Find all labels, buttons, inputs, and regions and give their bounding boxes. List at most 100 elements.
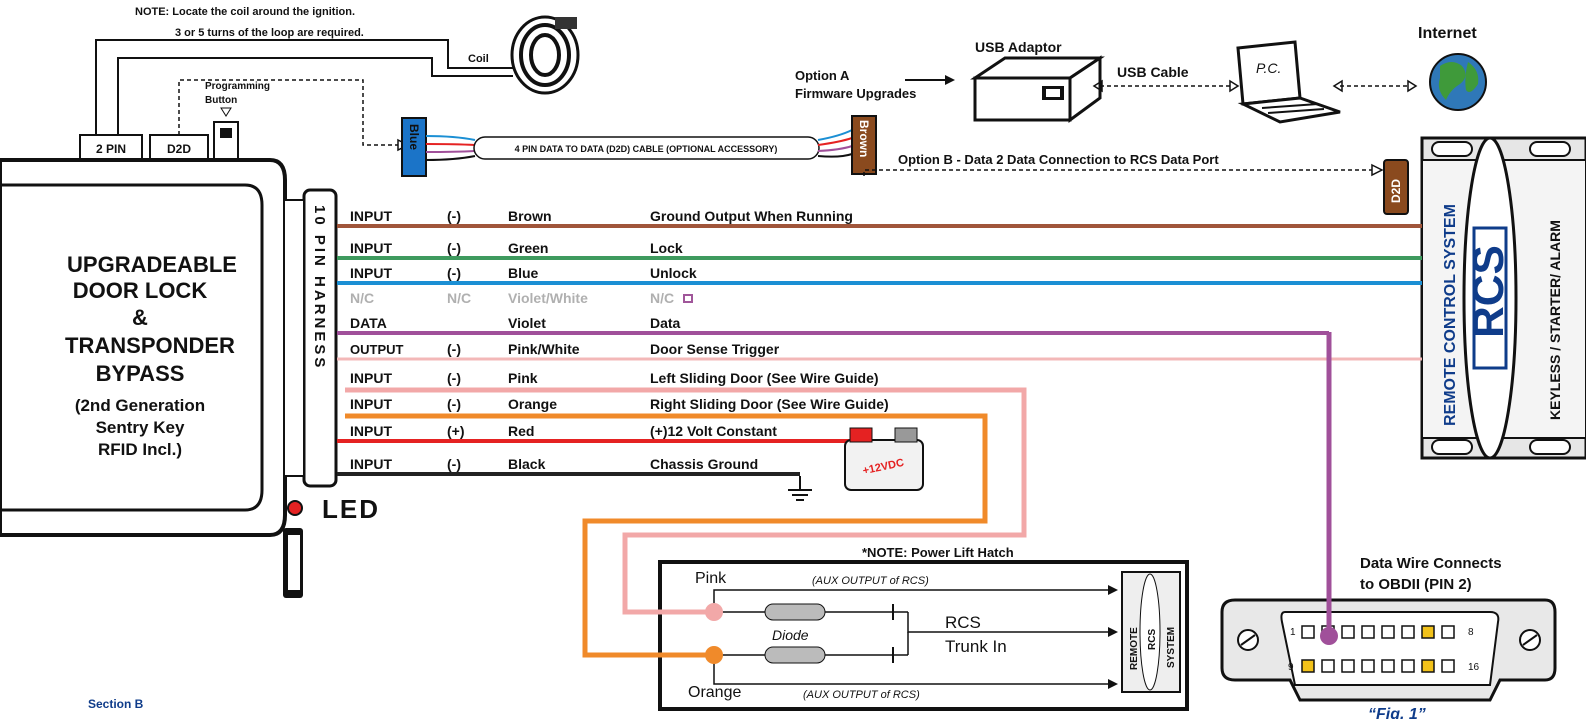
pc-label: P.C. — [1256, 60, 1281, 76]
arrow-down-icon — [220, 107, 232, 117]
obd-pin — [1341, 659, 1355, 673]
obd-pin — [1401, 659, 1415, 673]
obd-pin — [1301, 625, 1315, 639]
obd-pin — [1381, 625, 1395, 639]
wire-polarity: N/C — [447, 290, 471, 306]
obd-pin — [1361, 625, 1375, 639]
module-subtitle: (2nd Generation Sentry Key RFID Incl.) — [75, 396, 205, 459]
mini-rcs-right: SYSTEM — [1166, 627, 1177, 668]
obd-pin9-label: 9 — [1288, 662, 1294, 673]
mini-rcs-left: REMOTE — [1129, 627, 1140, 670]
arrow-icon — [1108, 679, 1118, 689]
wire-color: Pink/White — [508, 341, 580, 357]
obd-pin — [1341, 625, 1355, 639]
laptop-icon — [1236, 40, 1341, 124]
wire-polarity: (-) — [447, 370, 461, 386]
svg-text:Sentry Key: Sentry Key — [96, 418, 185, 437]
wire-type: OUTPUT — [350, 342, 404, 357]
arrow-icon — [1229, 79, 1240, 93]
diode-icon — [764, 603, 894, 664]
arrow-icon — [1092, 79, 1103, 93]
hatch-loop-wires — [345, 387, 1027, 658]
connector-d2d-label: D2D — [167, 142, 191, 156]
wire-function: Unlock — [650, 265, 697, 281]
option-b-line — [863, 169, 1372, 176]
programming-button-cap — [220, 128, 232, 138]
wire-polarity: (-) — [447, 240, 461, 256]
obd-figure-label: “Fig. 1” — [1368, 706, 1426, 719]
hatch-trunk-label: Trunk In — [945, 637, 1007, 656]
svg-text:DOOR LOCK: DOOR LOCK — [73, 278, 208, 303]
mini-rcs-mid: RCS — [1147, 629, 1158, 650]
d2d-cable: Blue 4 PIN DATA TO DATA (D2D) CABLE (OPT… — [401, 115, 877, 177]
rcs-right-text: KEYLESS / STARTER/ ALARM — [1547, 220, 1563, 420]
globe-icon — [1429, 53, 1487, 111]
usb-cable-label: USB Cable — [1117, 64, 1189, 80]
obd-pin — [1441, 659, 1455, 673]
d2d-brown-tag: Brown — [857, 120, 871, 157]
connector-2pin-label: 2 PIN — [96, 142, 126, 156]
mini-rcs-module — [1121, 571, 1181, 693]
rcs-d2d-port — [1383, 159, 1409, 215]
wire-lines — [337, 224, 1422, 476]
diode-label: Diode — [772, 627, 809, 643]
hatch-rcs-label: RCS — [945, 613, 981, 632]
orange-terminal-icon — [705, 646, 723, 664]
led-icon — [287, 500, 303, 516]
obd-pin — [1421, 625, 1435, 639]
obd-pin2-terminal — [1320, 627, 1338, 645]
wire-function: Left Sliding Door (See Wire Guide) — [650, 370, 879, 386]
rcs-logo: RCS — [1464, 245, 1513, 338]
wire-polarity: (-) — [447, 341, 461, 357]
svg-text:TRANSPONDER: TRANSPONDER — [65, 333, 235, 358]
usb-adaptor-icon — [970, 55, 1105, 123]
obd-pin1-label: 1 — [1290, 627, 1296, 638]
obd-pin8-label: 8 — [1468, 627, 1474, 638]
coil-icon — [510, 15, 580, 95]
pink-terminal-icon — [705, 603, 723, 621]
obd-pin — [1301, 659, 1315, 673]
wire-color: Violet/White — [508, 290, 588, 306]
obd-pin16-label: 16 — [1468, 662, 1480, 673]
d2d-blue-tag: Blue — [407, 124, 421, 150]
coil-note-line1: NOTE: Locate the coil around the ignitio… — [135, 6, 355, 18]
wire-color: Red — [508, 423, 534, 439]
wire-function: Chassis Ground — [650, 456, 758, 472]
wire-function: (+)12 Volt Constant — [650, 423, 777, 439]
wire-polarity: (-) — [447, 265, 461, 281]
obd-pin — [1321, 659, 1335, 673]
hatch-orange-label: Orange — [688, 684, 741, 701]
battery-icon — [844, 427, 924, 491]
main-module — [0, 158, 303, 598]
wire-function: Door Sense Trigger — [650, 341, 780, 357]
wire-type: INPUT — [350, 240, 392, 256]
obd-pin — [1421, 659, 1435, 673]
obd-note-line2: to OBDII (PIN 2) — [1360, 576, 1472, 593]
svg-text:RFID Incl.): RFID Incl.) — [98, 440, 182, 459]
wire-function: Ground Output When Running — [650, 208, 853, 224]
obd-pin — [1381, 659, 1395, 673]
rcs-module — [1420, 136, 1586, 460]
wire-function: Right Sliding Door (See Wire Guide) — [650, 396, 889, 412]
wire-color: Pink — [508, 370, 538, 386]
wire-polarity: (-) — [447, 456, 461, 472]
wire-type: INPUT — [350, 370, 392, 386]
wire-color: Orange — [508, 396, 557, 412]
option-a-line2: Firmware Upgrades — [795, 86, 916, 101]
wire-polarity: (-) — [447, 208, 461, 224]
arrow-icon — [1371, 163, 1384, 177]
wire-color: Green — [508, 240, 548, 256]
connector-2pin — [79, 134, 143, 161]
programming-button-line — [178, 79, 398, 146]
svg-text:&: & — [132, 305, 148, 330]
wire-type: INPUT — [350, 456, 392, 472]
obd-connector — [1220, 598, 1557, 702]
programming-button-line2: Button — [205, 95, 237, 106]
svg-text:UPGRADEABLE: UPGRADEABLE — [67, 252, 237, 277]
option-b-label: Option B - Data 2 Data Connection to RCS… — [898, 152, 1219, 167]
coil-label: Coil — [468, 53, 489, 65]
connector-d2d — [149, 134, 209, 161]
d2d-cable-label: 4 PIN DATA TO DATA (D2D) CABLE (OPTIONAL… — [515, 144, 778, 154]
svg-text:BYPASS: BYPASS — [96, 361, 185, 386]
led-label: LED — [322, 494, 380, 524]
